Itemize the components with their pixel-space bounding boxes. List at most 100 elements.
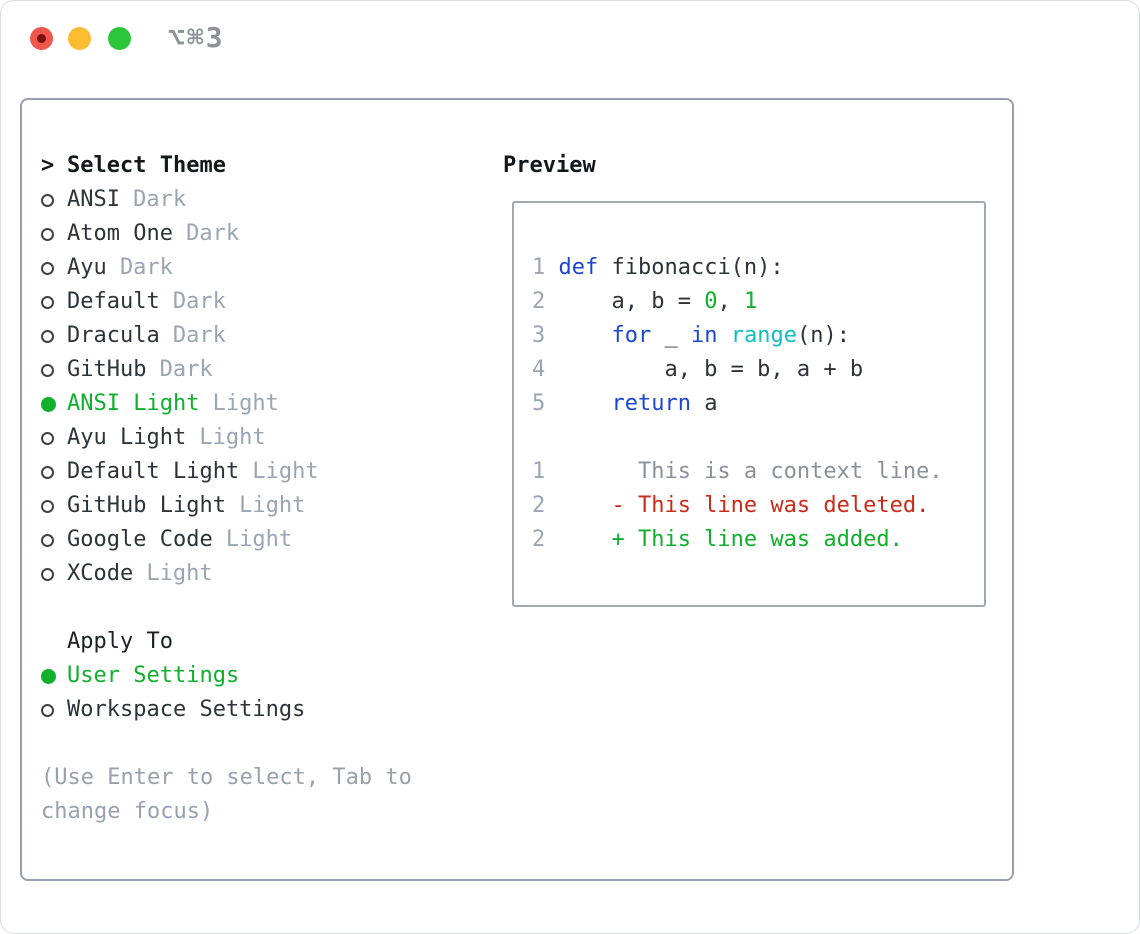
theme-option[interactable]: Ayu Light Light bbox=[41, 421, 461, 455]
code-line: 4 a, b = b, a + b bbox=[532, 353, 984, 387]
minimize-button[interactable] bbox=[68, 27, 91, 50]
code-segment-num: 0 bbox=[704, 289, 718, 314]
apply-to-header: Apply To bbox=[41, 625, 461, 659]
theme-option[interactable]: Default Dark bbox=[41, 285, 461, 319]
theme-option[interactable]: ANSI Dark bbox=[41, 183, 461, 217]
code-segment-kw: for bbox=[611, 323, 652, 348]
code-segment-kw: return bbox=[611, 391, 691, 416]
radio-column bbox=[41, 261, 67, 275]
theme-option-label: ANSI bbox=[67, 187, 120, 212]
radio-selected-icon bbox=[41, 396, 56, 412]
keyboard-hint: (Use Enter to select, Tab to change focu… bbox=[41, 765, 412, 824]
radio-column bbox=[41, 396, 67, 412]
theme-option-label: XCode bbox=[67, 561, 134, 586]
code-line: 2 + This line was added. bbox=[532, 523, 984, 557]
theme-variant-tag: Light bbox=[239, 493, 306, 518]
radio-icon bbox=[41, 703, 54, 717]
code-segment-num: 1 bbox=[743, 289, 758, 314]
line-number: 3 bbox=[532, 323, 546, 348]
radio-column bbox=[41, 329, 67, 343]
theme-list-title: Select Theme bbox=[67, 153, 226, 178]
radio-icon bbox=[41, 261, 54, 275]
theme-option-label: Ayu bbox=[67, 255, 107, 280]
theme-option-label: Dracula bbox=[67, 323, 160, 348]
radio-icon bbox=[41, 567, 54, 581]
line-number: 2 bbox=[532, 289, 546, 314]
theme-variant-tag: Dark bbox=[186, 221, 240, 246]
theme-option-label: Google Code bbox=[67, 527, 213, 552]
apply-option[interactable]: Workspace Settings bbox=[41, 693, 461, 727]
close-button[interactable] bbox=[30, 27, 53, 50]
radio-icon bbox=[41, 227, 54, 241]
focus-caret-column: > bbox=[41, 149, 67, 183]
zoom-button[interactable] bbox=[108, 27, 131, 50]
apply-option-label: Workspace Settings bbox=[67, 697, 306, 722]
theme-option[interactable]: GitHub Light Light bbox=[41, 489, 461, 523]
theme-option-label: Ayu Light bbox=[67, 425, 187, 450]
radio-column bbox=[41, 703, 67, 717]
line-number: 2 bbox=[532, 493, 546, 518]
code-line: 1 This is a context line. bbox=[532, 455, 984, 489]
theme-variant-tag: Dark bbox=[159, 357, 213, 382]
radio-column bbox=[41, 567, 67, 581]
code-line: 2 a, b = 0, 1 bbox=[532, 285, 984, 319]
code-segment-fn: range bbox=[730, 323, 797, 348]
code-segment-ctx: This is a context line. bbox=[558, 459, 943, 484]
line-number: 4 bbox=[532, 357, 546, 382]
radio-column bbox=[41, 363, 67, 377]
radio-icon bbox=[41, 329, 54, 343]
theme-option-label: GitHub Light bbox=[67, 493, 226, 518]
theme-variant-tag: Light bbox=[212, 391, 279, 416]
line-number: 2 bbox=[532, 527, 546, 552]
code-line: 2 - This line was deleted. bbox=[532, 489, 984, 523]
theme-option-label: Default bbox=[67, 289, 160, 314]
code-segment-plain: a, b = bbox=[558, 289, 705, 314]
theme-variant-tag: Dark bbox=[133, 187, 187, 212]
window-title-shortcut: ⌥⌘3 bbox=[168, 21, 225, 54]
radio-column bbox=[41, 227, 67, 241]
code-segment-plain: (n): bbox=[796, 323, 850, 348]
theme-option-label: Default Light bbox=[67, 459, 240, 484]
code-segment-kw: in bbox=[690, 323, 718, 348]
code-segment-plain: fibonacci(n): bbox=[598, 255, 784, 280]
radio-column bbox=[41, 533, 67, 547]
theme-option[interactable]: GitHub Dark bbox=[41, 353, 461, 387]
radio-icon bbox=[41, 431, 54, 445]
code-line: 3 for _ in range(n): bbox=[532, 319, 984, 353]
theme-option[interactable]: Ayu Dark bbox=[41, 251, 461, 285]
theme-variant-tag: Dark bbox=[119, 255, 173, 280]
code-segment-plain: , bbox=[717, 289, 744, 314]
spacer bbox=[41, 591, 461, 625]
apply-option-label: User Settings bbox=[67, 663, 240, 688]
code-segment-plain: _ bbox=[651, 323, 691, 348]
theme-variant-tag: Dark bbox=[172, 289, 226, 314]
radio-icon bbox=[41, 363, 54, 377]
radio-column bbox=[41, 295, 67, 309]
radio-icon bbox=[41, 533, 54, 547]
code-segment-del: - This line was deleted. bbox=[558, 493, 930, 518]
radio-selected-icon bbox=[41, 668, 56, 684]
theme-option-label: GitHub bbox=[67, 357, 147, 382]
radio-column bbox=[41, 465, 67, 479]
code-segment-plain bbox=[558, 391, 611, 416]
apply-option[interactable]: User Settings bbox=[41, 659, 461, 693]
theme-list-header: > Select Theme bbox=[41, 149, 461, 183]
focus-caret: > bbox=[41, 153, 55, 178]
code-segment-plain: a bbox=[690, 391, 718, 416]
code-line bbox=[532, 421, 984, 455]
theme-variant-tag: Light bbox=[199, 425, 266, 450]
radio-column bbox=[41, 193, 67, 207]
radio-icon bbox=[41, 465, 54, 479]
code-segment-plain bbox=[558, 323, 611, 348]
